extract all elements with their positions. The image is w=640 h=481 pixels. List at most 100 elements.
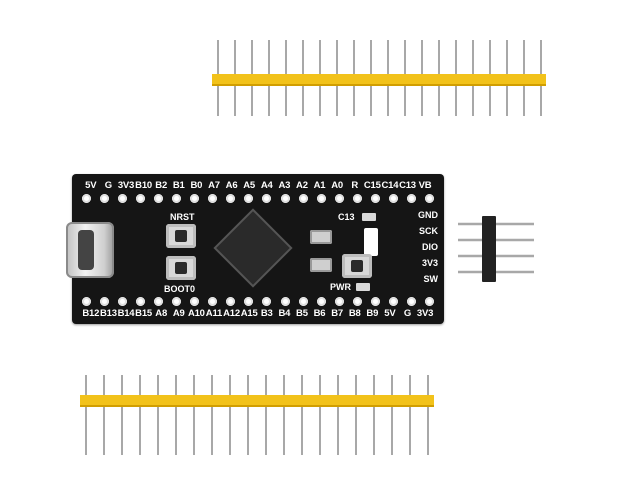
crystal-oscillator (310, 230, 332, 244)
bottom-pin-label: A12 (223, 308, 240, 319)
solder-pad (136, 194, 146, 203)
jumper-block (364, 228, 378, 256)
solder-pad (154, 297, 164, 306)
top-pin-header (212, 40, 546, 116)
top-pin-label: B10 (135, 180, 152, 191)
side-label-sw: SW (423, 274, 439, 284)
top-pin-label: A5 (243, 180, 256, 191)
solder-pad (298, 194, 308, 203)
bottom-pin-label: A10 (187, 308, 205, 319)
bottom-pin-label: B8 (348, 308, 361, 319)
solder-pad (316, 297, 326, 306)
side-label-3v3: 3V3 (421, 258, 438, 268)
solder-pad (388, 297, 398, 306)
top-pin-label: B0 (190, 180, 203, 191)
top-pin-label: C14 (381, 180, 399, 191)
solder-pad (136, 297, 146, 306)
solder-pad (370, 194, 380, 203)
boot0-button[interactable] (166, 256, 196, 280)
solder-pad (298, 297, 308, 306)
bottom-pin-label: B15 (135, 308, 152, 319)
top-pin-label: 5V (85, 180, 97, 191)
bottom-pin-label: 3V3 (416, 308, 434, 319)
top-pin-label: R (351, 180, 359, 191)
bottom-pin-label: B9 (366, 308, 379, 319)
side-label-gnd: GND (418, 210, 438, 220)
c13-label: C13 (338, 212, 355, 222)
solder-pad (82, 194, 91, 203)
bottom-pin-label: 5V (384, 308, 396, 319)
bottom-pin-label: B7 (331, 308, 343, 319)
bottom-pin-label: B12 (82, 308, 100, 319)
bottom-pin-label: G (403, 308, 412, 319)
bottom-pin-label: B14 (117, 308, 135, 319)
solder-pad (352, 297, 362, 306)
pwr-led (356, 283, 370, 291)
top-pin-label: B1 (172, 180, 185, 191)
top-pin-label: C15 (363, 180, 381, 191)
bottom-pin-label: A9 (172, 308, 185, 319)
bottom-pads (82, 297, 434, 306)
bottom-pin-label: B4 (278, 308, 291, 319)
solder-pad (208, 194, 218, 203)
solder-pad (262, 297, 272, 306)
solder-pad (352, 194, 362, 203)
top-pin-label: A4 (260, 180, 273, 191)
bottom-pin-header (80, 375, 434, 455)
pwr-label: PWR (330, 282, 351, 292)
solder-pad (190, 194, 200, 203)
top-pin-label: G (104, 180, 112, 191)
top-pin-label: A6 (225, 180, 238, 191)
bottom-pin-label: B3 (260, 308, 273, 319)
solder-pad (424, 194, 434, 203)
user-button[interactable] (342, 254, 372, 278)
solder-pad (334, 194, 344, 203)
rtc-crystal (310, 258, 332, 272)
solder-pad (424, 297, 434, 306)
side-label-sck: SCK (418, 226, 438, 236)
bottom-pin-label: B13 (99, 308, 117, 319)
solder-pad (370, 297, 380, 306)
top-pin-label: 3V3 (117, 180, 135, 191)
solder-pad (244, 297, 254, 306)
solder-pad (316, 194, 326, 203)
solder-pad (280, 297, 290, 306)
swd-pin-header (458, 216, 534, 282)
top-pads (82, 194, 434, 203)
solder-pad (100, 194, 110, 203)
top-pin-label: C13 (399, 180, 416, 191)
top-pin-label: A3 (278, 180, 291, 191)
reset-button[interactable] (166, 224, 196, 248)
solder-pad (118, 194, 128, 203)
bottom-pin-label: B5 (296, 308, 308, 319)
solder-pad (406, 297, 416, 306)
c13-led (362, 213, 376, 221)
solder-pad (226, 194, 236, 203)
side-label-dio: DIO (421, 242, 438, 252)
top-pin-label: A2 (296, 180, 308, 191)
solder-pad (406, 194, 416, 203)
top-pin-label: A0 (331, 180, 343, 191)
nrst-label: NRST (170, 212, 195, 222)
solder-pad (172, 297, 182, 306)
top-pin-label: A1 (313, 180, 326, 191)
top-pin-label: B2 (155, 180, 168, 191)
bottom-pin-label: A11 (205, 308, 223, 319)
swd-side-labels: GND SCK DIO 3V3 SW (418, 210, 438, 284)
solder-pad (172, 194, 182, 203)
solder-pad (118, 297, 128, 306)
bottom-pin-label: B6 (313, 308, 326, 319)
solder-pad (226, 297, 236, 306)
solder-pad (262, 194, 272, 203)
top-pin-label: VB (418, 180, 432, 191)
solder-pad (100, 297, 110, 306)
boot0-label: BOOT0 (164, 284, 196, 294)
microcontroller-chip (216, 211, 290, 285)
solder-pad (388, 194, 398, 203)
bottom-pin-label: A8 (155, 308, 168, 319)
top-pin-label: A7 (208, 180, 220, 191)
